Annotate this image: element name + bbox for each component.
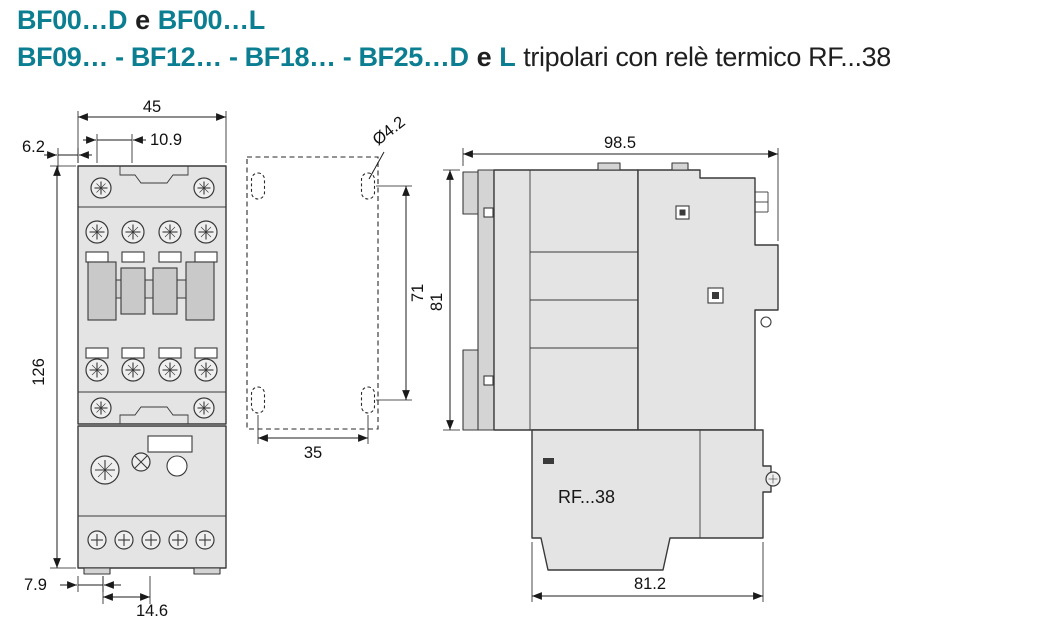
mounting-outline xyxy=(246,156,379,430)
dim-left-6-2: 6.2 xyxy=(22,138,45,156)
relay-terminal-screw-icon xyxy=(195,530,215,550)
front-view-dimensions: 45 10.9 6.2 126 7.9 xyxy=(22,98,227,620)
title-line2-conjunction: e xyxy=(476,42,492,72)
side-view-thermal-relay: RF...38 xyxy=(531,429,781,571)
bottom-latch-detail xyxy=(119,406,189,424)
mounting-hole-icon xyxy=(250,172,266,200)
mounting-hole-icon xyxy=(250,386,266,414)
side-view-dimensions: 98.5 81 81.2 xyxy=(428,134,779,602)
terminal-screw-icon xyxy=(158,220,182,244)
dim-bottom-left-7-9: 7.9 xyxy=(24,576,47,594)
side-view-contactor-body xyxy=(462,162,779,431)
dim-width-45: 45 xyxy=(143,98,161,116)
relay-terminal-screw-icon xyxy=(168,530,188,550)
relay-adjust-dial-icon xyxy=(90,455,120,485)
dim-hole-horizontal-35: 35 xyxy=(304,444,322,462)
top-latch-detail xyxy=(119,166,189,184)
dim-height-81: 81 xyxy=(428,293,446,311)
dim-relay-width-81-2: 81.2 xyxy=(634,575,666,593)
relay-label-window xyxy=(147,435,193,453)
relay-test-button-icon xyxy=(166,455,188,477)
dim-pitch-14-6: 14.6 xyxy=(136,602,168,620)
mounting-screw-icon xyxy=(193,397,215,419)
title-line1-model-left: BF00…D xyxy=(17,5,128,35)
title-line2-description: tripolari con relè termico RF...38 xyxy=(523,42,891,72)
front-view-thermal-relay xyxy=(77,425,227,575)
relay-marker-detail xyxy=(543,458,554,464)
mounting-hole-icon xyxy=(360,386,376,414)
side-view: RF...38 98.5 81 81.2 xyxy=(428,134,781,602)
title-line2-model-l: L xyxy=(499,42,516,72)
mounting-dimensions: Ø4.2 71 35 xyxy=(257,113,427,462)
terminal-screw-icon xyxy=(194,220,218,244)
dim-offset-10-9: 10.9 xyxy=(150,131,182,149)
terminal-screw-icon xyxy=(85,358,109,382)
terminal-screw-icon xyxy=(121,358,145,382)
relay-reset-button-icon xyxy=(131,452,151,472)
dim-height-126: 126 xyxy=(30,358,48,386)
mounting-screw-icon xyxy=(193,177,215,199)
dim-depth-98-5: 98.5 xyxy=(604,134,636,152)
relay-side-screw-icon xyxy=(765,471,781,487)
title-line2-models: BF09… - BF12… - BF18… - BF25…D xyxy=(17,42,469,72)
terminal-screw-icon xyxy=(158,358,182,382)
relay-terminal-screw-icon xyxy=(114,530,134,550)
terminal-screw-icon xyxy=(85,220,109,244)
terminal-screw-icon xyxy=(121,220,145,244)
front-view: 45 10.9 6.2 126 7.9 xyxy=(22,98,227,620)
dim-hole-diameter: Ø4.2 xyxy=(369,113,408,149)
mounting-hole-pattern: Ø4.2 71 35 xyxy=(246,113,427,462)
dim-hole-vertical-71: 71 xyxy=(409,284,427,302)
title-line1-model-right: BF00…L xyxy=(157,5,266,35)
relay-label: RF...38 xyxy=(558,487,615,507)
front-view-contactor-body xyxy=(77,165,227,425)
mounting-screw-icon xyxy=(90,177,112,199)
title-line1-conjunction: e xyxy=(135,5,150,35)
relay-terminal-screw-icon xyxy=(141,530,161,550)
relay-terminal-screw-icon xyxy=(87,530,107,550)
terminal-screw-icon xyxy=(194,358,218,382)
mounting-screw-icon xyxy=(90,397,112,419)
mounting-hole-icon xyxy=(360,172,376,200)
